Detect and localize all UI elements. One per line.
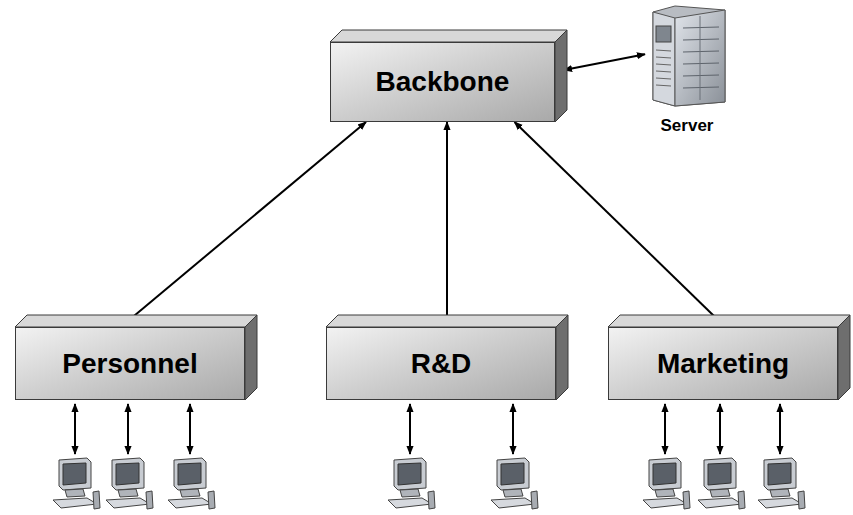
workstation-link	[512, 404, 514, 454]
workstation-group	[53, 404, 805, 509]
workstation-icon	[388, 458, 435, 509]
department-box: Marketing	[608, 327, 838, 400]
link-arrow	[121, 122, 366, 327]
workstation-link	[719, 404, 721, 454]
workstation-icon	[698, 458, 745, 509]
workstation-link	[409, 404, 411, 454]
workstation-link	[189, 404, 191, 454]
server-icon: Server	[645, 4, 729, 136]
link-arrow	[515, 122, 726, 327]
workstation-icon	[758, 458, 805, 509]
server-illustration	[645, 4, 729, 108]
box-label: Marketing	[657, 348, 789, 380]
department-box: Personnel	[15, 327, 245, 400]
backbone-box: Backbone	[330, 42, 555, 122]
workstation-icon	[106, 458, 153, 509]
workstation-link	[74, 404, 76, 454]
link-arrow	[564, 54, 645, 70]
workstation-link	[779, 404, 781, 454]
box-label: Backbone	[376, 66, 510, 98]
workstation-icon	[491, 458, 538, 509]
workstation-link	[664, 404, 666, 454]
link-arrow	[446, 122, 448, 327]
workstation-icon	[168, 458, 215, 509]
workstation-link	[127, 404, 129, 454]
workstation-icon	[53, 458, 100, 509]
department-box: R&D	[326, 327, 556, 400]
workstation-icon	[643, 458, 690, 509]
box-label: Personnel	[62, 348, 197, 380]
box-label: R&D	[411, 348, 472, 380]
server-label: Server	[645, 116, 729, 136]
